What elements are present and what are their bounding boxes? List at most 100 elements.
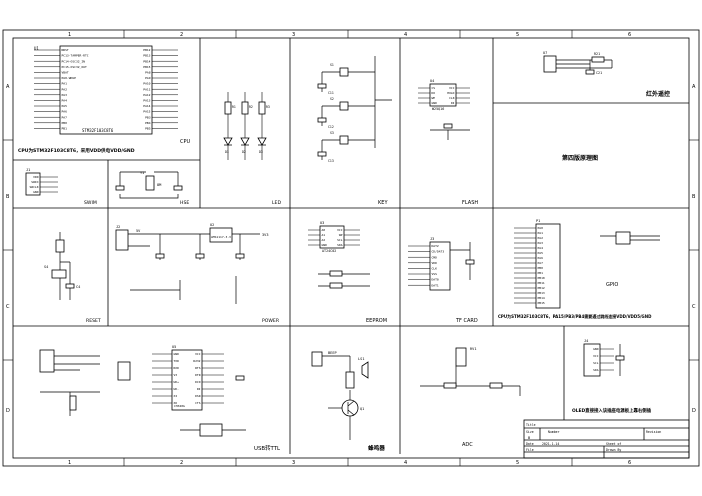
pin-label: PB3: [145, 115, 151, 119]
power-usb-jack: [115, 229, 129, 251]
power-ldo-part: AMS1117-3.3: [211, 235, 231, 239]
flash-title: FLASH: [462, 200, 478, 206]
eeprom-title: EEPROM: [366, 318, 387, 324]
pin-label: PB15: [143, 65, 150, 69]
pin-label: R232: [193, 359, 200, 363]
adc-resistor-1: [443, 382, 457, 389]
usb-ttl-section: U5 CH340G GNDTXDRXDV3UD+UD-XIXOVCCR232RT…: [39, 345, 280, 452]
pin-label: VCC: [593, 354, 599, 358]
ruler-bottom: [123, 458, 573, 466]
version-title: 第四版原理图: [561, 154, 598, 162]
pin-label: XO: [174, 401, 178, 405]
mcu-ref: U1: [34, 46, 39, 51]
date-label: Date: [526, 442, 534, 446]
drawn-label: Drawn By: [606, 448, 621, 452]
pin-label: DI: [451, 101, 455, 105]
power-cap-2: [195, 253, 205, 259]
reset-resistor: [55, 239, 65, 253]
ir-resistor: [591, 56, 605, 63]
pin-label: PA6: [62, 110, 68, 114]
key-wire: [321, 105, 375, 126]
led-resistor: [224, 101, 232, 115]
col-label-1-bottom: 1: [68, 460, 71, 466]
led-ref: D3: [259, 150, 263, 154]
pin-label: DAT0: [432, 278, 439, 282]
pin-label: A2: [322, 238, 326, 242]
col-label-5-bottom: 5: [516, 460, 519, 466]
pin-label: UD-: [174, 387, 180, 391]
pin-label: GND: [322, 243, 328, 247]
usb-cap: [235, 375, 245, 381]
pin-label: PA6: [538, 256, 544, 260]
gpio-section: P1 PA0PA1PA2PA3PA4PA5PA6PA7PB0PB1PB10PB1…: [498, 219, 660, 319]
mcu-part-label: STM32F103C8T6: [82, 128, 114, 133]
ir-resistor-ref: R21: [594, 52, 600, 56]
eeprom-pullup-sda: [329, 282, 343, 289]
reset-switch: [51, 269, 67, 279]
pin-label: VCC: [337, 228, 343, 232]
pin-label: PB10: [538, 276, 545, 280]
pin-label: RTS: [195, 366, 201, 370]
pin-label: GND: [432, 101, 438, 105]
pin-label: RI: [197, 387, 201, 391]
pin-label: PA0: [538, 226, 544, 230]
led-resistor-ref: R2: [249, 105, 253, 109]
pin-label: SDA: [337, 243, 343, 247]
buzzer-resistor: [345, 371, 355, 389]
col-label-6-top: 6: [628, 32, 631, 38]
pin-label: VCC: [449, 86, 455, 90]
pin-label: PB13: [538, 291, 545, 295]
power-ldo: [209, 227, 233, 243]
gpio-note: CPU为STM32F103C8T6，PA15/PB3/PB4需要通过跳线连接VD…: [498, 313, 652, 319]
pin-label: TXD: [174, 359, 180, 363]
pin-label: PA2: [62, 87, 68, 91]
reset-ref: S4: [44, 265, 48, 269]
eeprom-part: AT24C02: [322, 249, 336, 253]
pin-label: PB4: [145, 121, 151, 125]
pin-label: PB13: [143, 54, 150, 58]
row-label-b-left: B: [6, 194, 10, 200]
row-label-c-right: C: [692, 304, 696, 310]
pin-label: WP: [339, 233, 343, 237]
reset-section: S4 C4 RESET: [44, 232, 101, 324]
sheet-label: Sheet of: [606, 442, 621, 446]
pin-label: PA0-WKUP: [62, 76, 77, 80]
pin-label: SCL: [593, 361, 599, 365]
pin-label: RXD: [174, 366, 180, 370]
pin-label: DAT1: [432, 283, 439, 287]
key-cap-ref: C13: [328, 159, 334, 163]
buzzer-speaker: [361, 361, 369, 379]
reset-cap: [65, 283, 75, 289]
gpio-jumper: [615, 231, 631, 245]
flash-chip: [429, 83, 457, 107]
ir-section: U7 R21 C21 红外遥控 第四版原理图: [543, 51, 670, 162]
pin-label: PA11: [143, 87, 150, 91]
oled-cap: [615, 355, 625, 361]
power-cap-3: [235, 253, 245, 259]
buzzer-ref: LS1: [358, 357, 365, 361]
oled-ref: J4: [584, 339, 588, 343]
pin-label: PA13: [143, 98, 150, 102]
pin-label: CLK: [449, 96, 455, 100]
col-label-2-top: 2: [180, 32, 183, 38]
oled-note: OLED直接接入该插座电源板上靠右侧插: [572, 407, 652, 414]
pin-label: DAT2: [432, 244, 439, 248]
col-label-6-bottom: 6: [628, 460, 631, 466]
pin-label: PA1: [62, 82, 68, 86]
gpio-header: [535, 223, 561, 309]
led-ref: D2: [242, 150, 246, 154]
row-label-d-right: D: [692, 408, 696, 414]
pin-label: VSS: [432, 272, 438, 276]
row-label-b-right: B: [692, 194, 696, 200]
pin-label: PA3: [538, 241, 544, 245]
pin-label: PB15: [538, 301, 545, 305]
pin-label: UD+: [174, 380, 180, 384]
hse-section: Y1 8M HSE: [115, 171, 189, 206]
